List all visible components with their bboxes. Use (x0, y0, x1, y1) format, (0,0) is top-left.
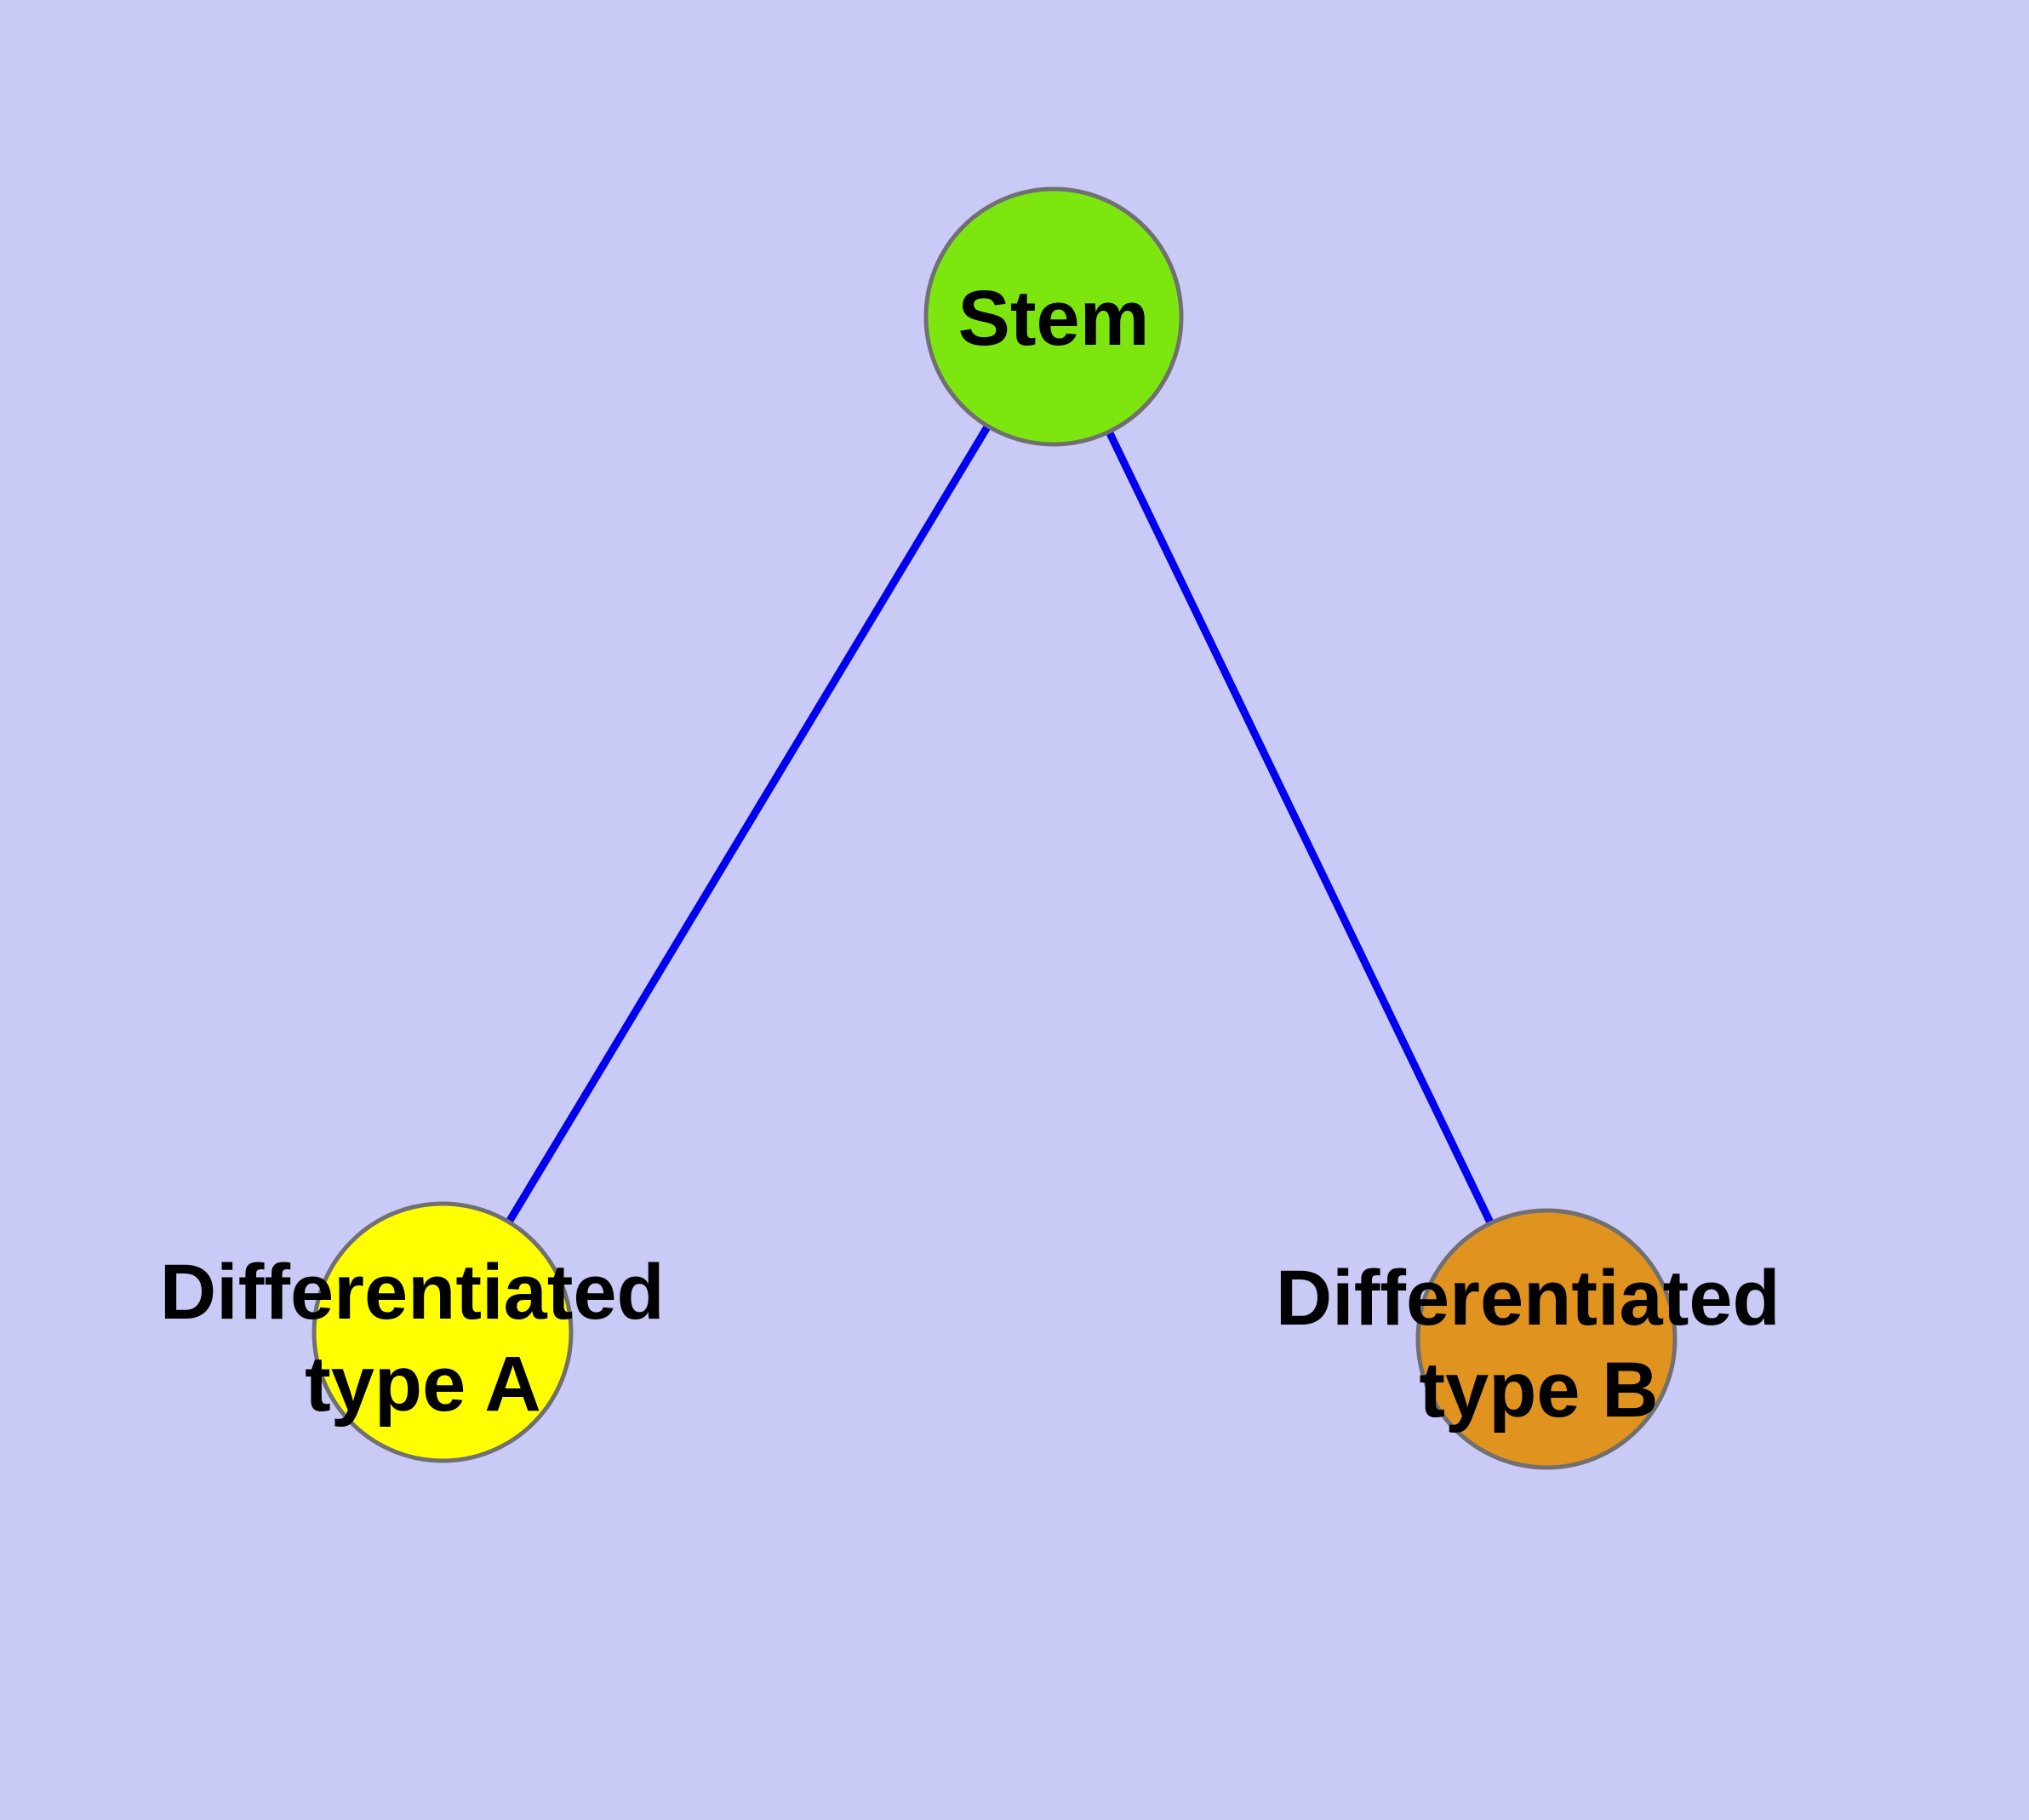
node-type-b-circle (1415, 1208, 1677, 1470)
node-type-b-label-line1: Differentiated (1276, 1255, 1780, 1342)
node-type-a-circle (311, 1201, 574, 1463)
edge-stem-to-type-b (1049, 315, 1551, 1341)
node-stem-circle (923, 186, 1184, 447)
edge-stem-to-type-a (439, 314, 1057, 1335)
node-type-a-label: Differentiated type A (160, 1249, 687, 1428)
node-type-b-label: Differentiated type B (1276, 1255, 1803, 1434)
node-type-b-label-line2: type B (1419, 1347, 1658, 1434)
node-type-a-label-line2: type A (305, 1341, 541, 1428)
node-stem-label: Stem (958, 275, 1150, 362)
node-type-a-label-line1: Differentiated (160, 1249, 665, 1336)
